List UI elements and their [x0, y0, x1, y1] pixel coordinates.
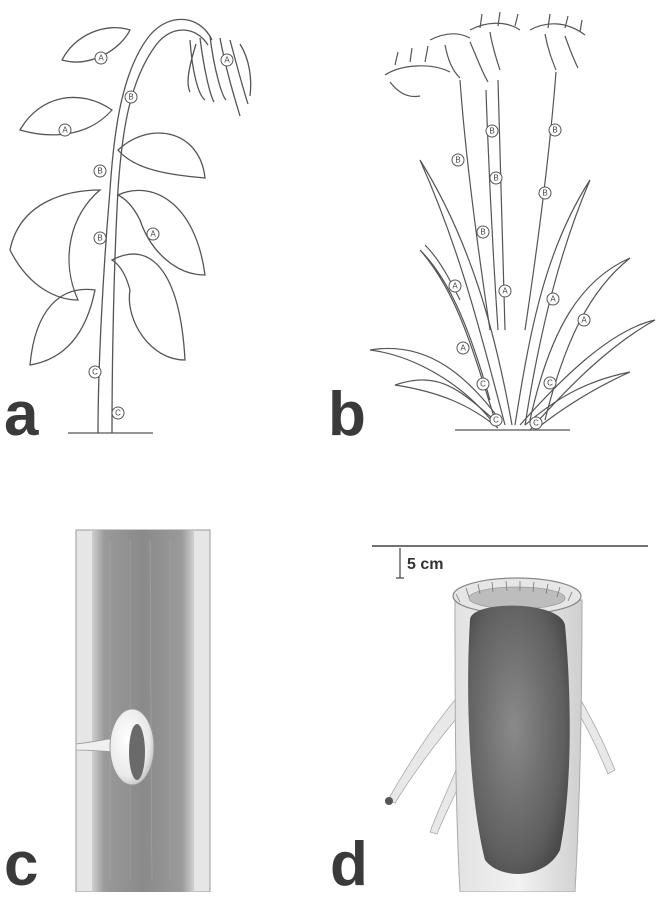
leaf-a-right: [118, 133, 205, 178]
svg-text:C: C: [493, 416, 499, 425]
label-b-B4: B: [490, 172, 502, 184]
flower-cluster-a: [188, 36, 251, 116]
label-b-C1: C: [477, 378, 489, 390]
label-b-A4: A: [578, 314, 590, 326]
label-b-B3: B: [452, 154, 464, 166]
svg-text:C: C: [480, 380, 486, 389]
svg-text:A: A: [460, 344, 466, 353]
label-b-B2: B: [549, 124, 561, 136]
label-a-C1: C: [89, 366, 101, 378]
panel-label-a: a: [4, 384, 38, 446]
svg-text:B: B: [552, 126, 557, 135]
label-b-A5: A: [457, 342, 469, 354]
svg-text:B: B: [97, 167, 102, 176]
svg-text:B: B: [542, 189, 547, 198]
leaf-b-7: [420, 160, 512, 425]
panel-label-b: b: [328, 384, 366, 446]
svg-text:C: C: [115, 409, 121, 418]
bud-seed-c: [129, 724, 145, 780]
svg-text:A: A: [150, 230, 156, 239]
stem-inner-c: [92, 530, 194, 892]
branch-tip-left: [385, 797, 393, 805]
label-a-B3: B: [94, 232, 106, 244]
svg-text:A: A: [62, 126, 68, 135]
stem-a: [98, 19, 212, 433]
panel-label-d: d: [330, 834, 368, 896]
leaf-b-5: [420, 250, 495, 420]
svg-text:A: A: [581, 316, 587, 325]
svg-text:A: A: [224, 56, 230, 65]
label-b-C3: C: [490, 414, 502, 426]
fruit-flesh: [468, 606, 570, 874]
label-b-B1: B: [486, 125, 498, 137]
panel-label-c: c: [4, 834, 38, 896]
leaf-a-mid-left: [10, 190, 100, 300]
label-a-A4: A: [147, 228, 159, 240]
label-b-C4: C: [530, 417, 542, 429]
label-a-A3: A: [59, 124, 71, 136]
plant-b-drawing: [370, 12, 655, 430]
leaf-b-6: [530, 258, 630, 420]
label-b-B5: B: [539, 187, 551, 199]
svg-text:B: B: [97, 234, 102, 243]
label-a-B2: B: [94, 165, 106, 177]
leaf-b-3: [520, 320, 655, 430]
svg-text:A: A: [98, 54, 104, 63]
scale-label: 5 cm: [407, 556, 443, 574]
label-a-A1: A: [95, 52, 107, 64]
leaf-a-mid-right: [118, 190, 205, 275]
label-b-C2: C: [544, 377, 556, 389]
leaf-a-lower-right: [112, 254, 185, 360]
svg-text:C: C: [547, 379, 553, 388]
svg-text:B: B: [455, 156, 460, 165]
label-b-A1: A: [449, 280, 461, 292]
label-a-C2: C: [112, 407, 124, 419]
svg-text:C: C: [533, 419, 539, 428]
label-a-B1: B: [125, 91, 137, 103]
plant-a-drawing: [10, 19, 251, 433]
svg-text:B: B: [480, 228, 485, 237]
svg-text:A: A: [550, 295, 556, 304]
plant-b-labels: B B B B B B A A A A A C C C C: [449, 124, 590, 429]
label-b-A3: A: [547, 293, 559, 305]
svg-text:B: B: [489, 127, 494, 136]
fruit-d: [372, 546, 648, 892]
label-b-A2: A: [499, 285, 511, 297]
label-a-A2: A: [221, 54, 233, 66]
stem-section-c: [76, 530, 210, 892]
svg-text:B: B: [128, 93, 133, 102]
svg-text:A: A: [502, 287, 508, 296]
svg-text:C: C: [92, 368, 98, 377]
svg-text:B: B: [493, 174, 498, 183]
label-b-B6: B: [477, 226, 489, 238]
svg-text:A: A: [452, 282, 458, 291]
leaf-a-lower-left: [30, 289, 95, 365]
